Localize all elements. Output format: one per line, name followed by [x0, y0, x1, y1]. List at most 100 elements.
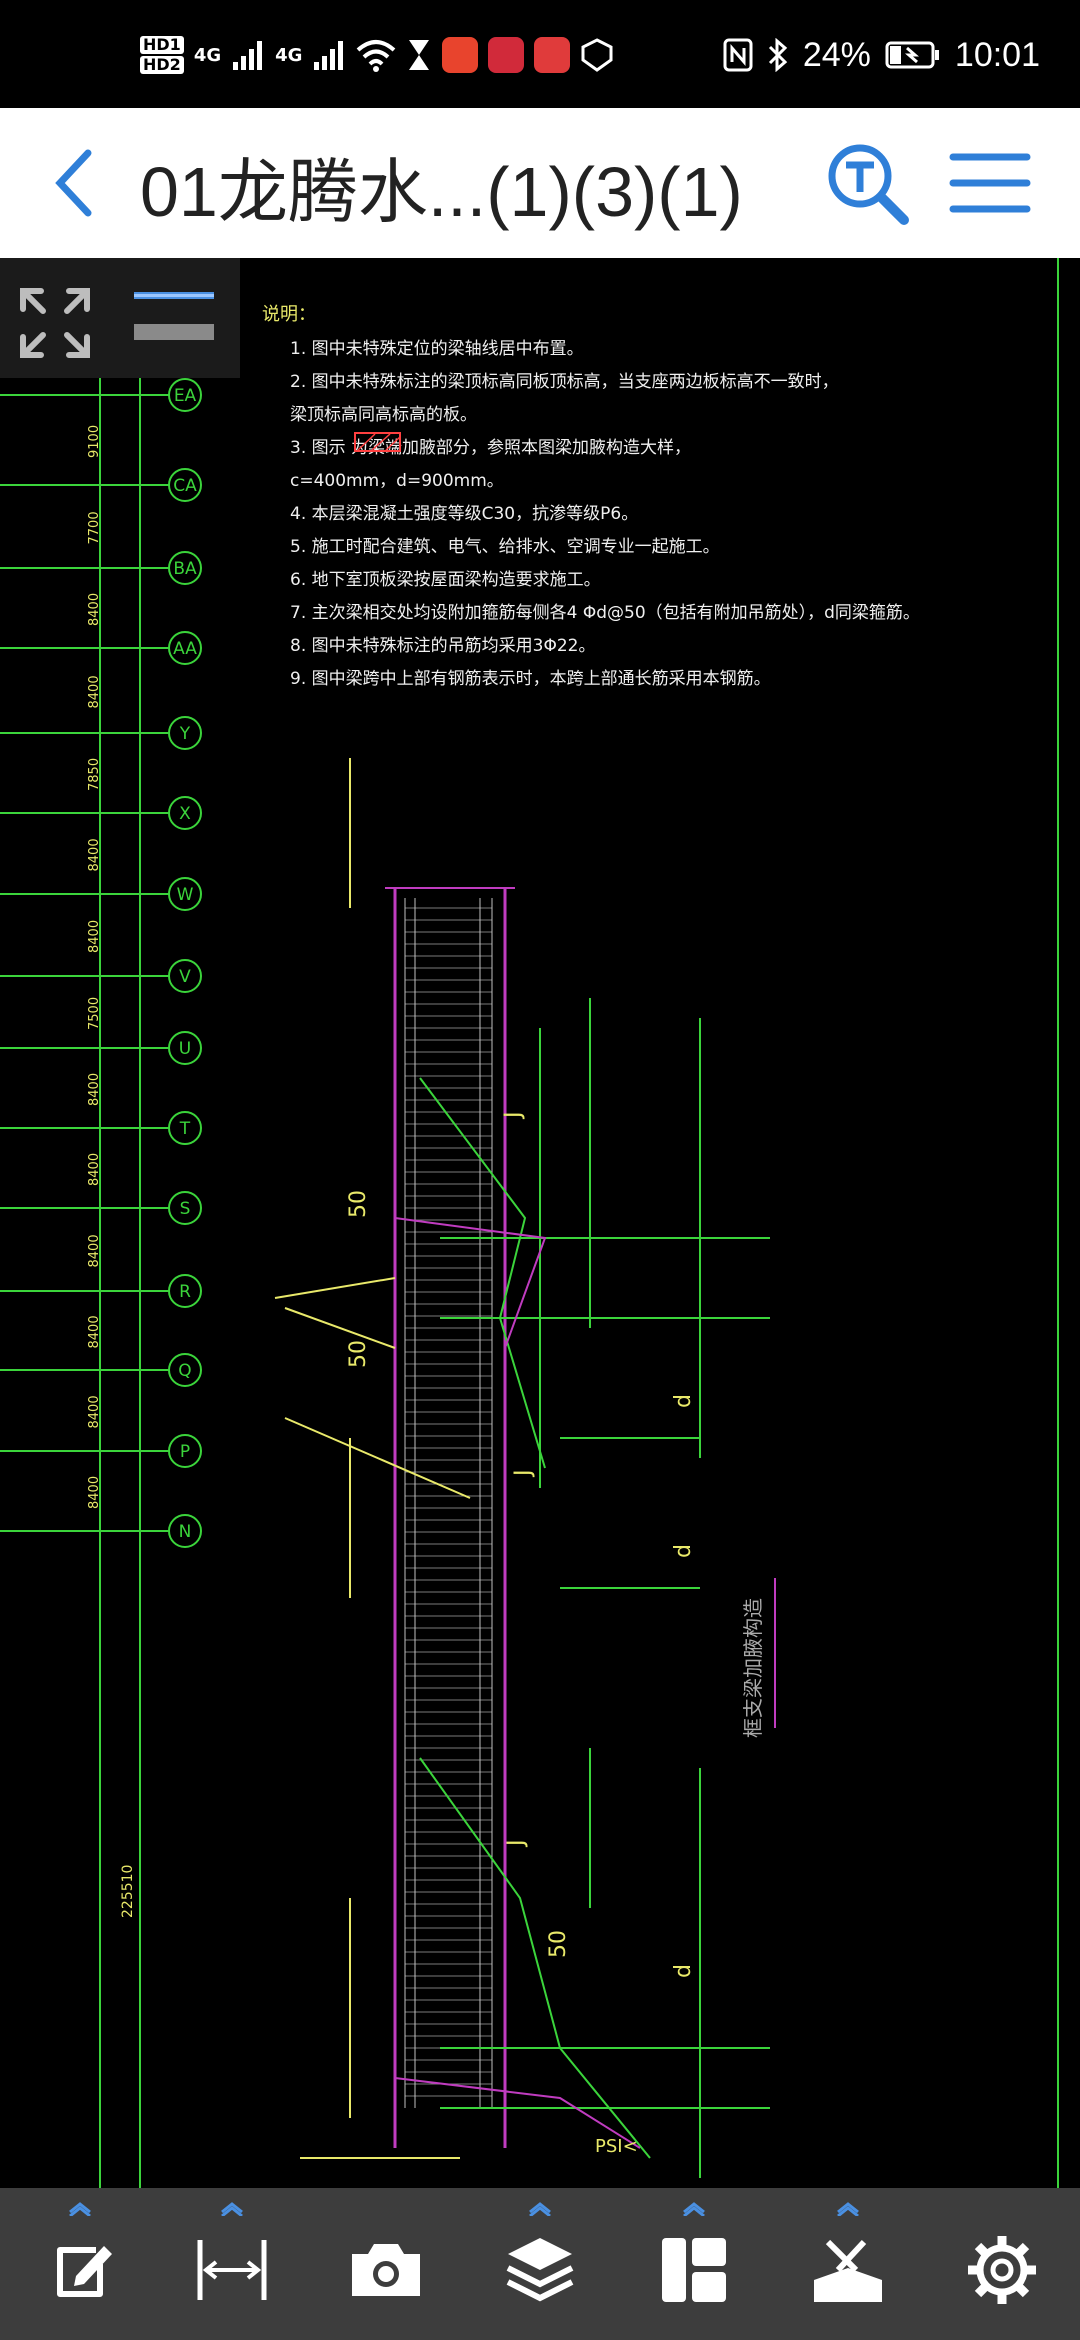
detail-label: d [671, 1964, 696, 1978]
axis-bubble: EA [0, 378, 202, 412]
edit-tool-button[interactable] [20, 2188, 140, 2340]
axis-bubble: W [0, 877, 202, 911]
note-line: 4. 本层梁混凝土强度等级C30，抗渗等级P6。 [290, 504, 638, 524]
axis-bubble: U [0, 1031, 202, 1065]
back-arrow-icon[interactable] [40, 143, 110, 223]
axis-label: P [180, 1442, 190, 1462]
dimension-label: 8400 [87, 675, 102, 708]
nfc-icon [723, 38, 753, 72]
chevron-up-icon [837, 2202, 859, 2216]
dimension-label: 8400 [87, 1395, 102, 1428]
dimension-label: 8400 [87, 1153, 102, 1186]
note-line: c=400mm，d=900mm。 [290, 471, 504, 491]
total-dimension: 225510 [120, 1865, 136, 1918]
dimension-label: 8400 [87, 838, 102, 871]
detail-label: J [501, 1112, 526, 1121]
layers-icon [506, 2238, 574, 2302]
note-line: 9. 图中梁跨中上部有钢筋表示时，本跨上部通长筋采用本钢筋。 [290, 669, 771, 689]
network-4g-label-1: 4G [193, 44, 222, 66]
detail-label: J [504, 1840, 529, 1849]
axis-bubble: BA [0, 551, 202, 585]
cad-drawing[interactable]: JAEACABAAAYXWVUTSRQPN 840091007700840084… [0, 258, 1080, 2188]
document-title: 01龙腾水...(1)(3)(1) [140, 153, 743, 231]
notification-book-icon [488, 37, 525, 73]
note-line: 3. 图示 为梁端加腋部分，参照本图梁加腋构造大样， [290, 438, 691, 458]
axis-bubble: Y [0, 716, 202, 750]
hourglass-icon [409, 40, 430, 70]
dimension-label: 8400 [87, 920, 102, 953]
axis-label: R [179, 1282, 191, 1302]
axis-bubble: N [0, 1514, 202, 1548]
note-line: 7. 主次梁相交处均设附加箍筋每侧各4 Φd@50（包括有附加吊筋处），d同梁箍… [290, 603, 920, 623]
axis-bubble: X [0, 796, 202, 830]
hd-badges: HD1 HD2 [140, 35, 184, 75]
view-toggle-slider[interactable] [128, 278, 220, 348]
wifi-icon [357, 40, 396, 72]
detail-title: 框支梁加腋构造 [741, 1598, 765, 1738]
dimension-layer: 8400910077008400840078508400840075008400… [87, 277, 108, 1509]
chevron-up-icon [529, 2202, 551, 2216]
measure-icon [197, 2240, 267, 2300]
edit-icon [57, 2246, 112, 2297]
settings-button[interactable] [942, 2188, 1062, 2340]
app-bar: 01龙腾水...(1)(3)(1) [0, 108, 1080, 258]
notification-app-icon-1 [442, 37, 479, 73]
bottom-toolbar [0, 2188, 1080, 2340]
axis-label: Q [178, 1361, 191, 1381]
axis-bubble: S [0, 1191, 202, 1225]
signal-icon-2 [314, 41, 344, 70]
layers-tool-button[interactable] [480, 2188, 600, 2340]
dimension-label: 7850 [87, 758, 102, 791]
network-4g-label-2: 4G [275, 44, 303, 66]
canvas-overlay [0, 258, 240, 378]
dimension-label: 8400 [87, 1315, 102, 1348]
clock: 10:01 [954, 35, 1040, 74]
camera-tool-button[interactable] [326, 2188, 446, 2340]
status-right: 24% 10:01 [723, 30, 1040, 80]
axis-bubble: P [0, 1434, 202, 1468]
haunch-legend-swatch [354, 432, 401, 452]
layout-tool-button[interactable] [634, 2188, 754, 2340]
menu-icon[interactable] [945, 143, 1035, 223]
dimension-label: 7500 [87, 997, 102, 1030]
toolbox-icon [814, 2239, 882, 2302]
tools-button[interactable] [788, 2188, 908, 2340]
axis-label: BA [173, 559, 197, 579]
signal-icon-1 [233, 41, 263, 70]
hd1-badge: HD1 [140, 36, 184, 54]
dimension-label: 7700 [87, 511, 102, 544]
fullscreen-icon[interactable] [15, 283, 95, 363]
note-line: 8. 图中未特殊标注的吊筋均采用3Φ22。 [290, 636, 595, 656]
axis-bubble: Q [0, 1353, 202, 1387]
detail-label: 50 [546, 1930, 571, 1958]
axis-bubble: R [0, 1274, 202, 1308]
notes-layer: 1. 图中未特殊定位的梁轴线居中布置。 2. 图中未特殊标注的梁顶标高同板顶标高，… [290, 339, 920, 689]
axis-bubble: T [0, 1111, 202, 1145]
axis-label: N [179, 1522, 192, 1542]
drawing-canvas[interactable]: JAEACABAAAYXWVUTSRQPN 840091007700840084… [0, 258, 1080, 2188]
text-search-icon[interactable] [822, 138, 912, 228]
chevron-up-icon [221, 2202, 243, 2216]
axis-label: V [179, 967, 191, 987]
note-line: 梁顶标高同高标高的板。 [290, 405, 477, 425]
measure-tool-button[interactable] [172, 2188, 292, 2340]
bluetooth-icon [768, 38, 788, 72]
note-line: 2. 图中未特殊标注的梁顶标高同板顶标高，当支座两边板标高不一致时， [290, 372, 839, 392]
axis-label: EA [174, 386, 197, 406]
notes-title: 说明： [262, 304, 316, 325]
chevron-up-icon [683, 2202, 705, 2216]
chevron-up-icon [69, 2202, 91, 2216]
axis-bubble: CA [0, 468, 202, 502]
axis-label: AA [173, 639, 197, 659]
dimension-label: 8400 [87, 1476, 102, 1509]
axis-bubble: AA [0, 631, 202, 665]
axis-label: S [180, 1199, 191, 1219]
axis-label: U [179, 1039, 191, 1059]
note-line: 1. 图中未特殊定位的梁轴线居中布置。 [290, 339, 584, 359]
gear-icon [968, 2236, 1036, 2304]
status-bar: HD1 HD2 4G 4G [0, 0, 1080, 108]
detail-label: J [511, 1470, 536, 1479]
detail-label: d [671, 1394, 696, 1408]
axis-label: Y [179, 724, 191, 744]
